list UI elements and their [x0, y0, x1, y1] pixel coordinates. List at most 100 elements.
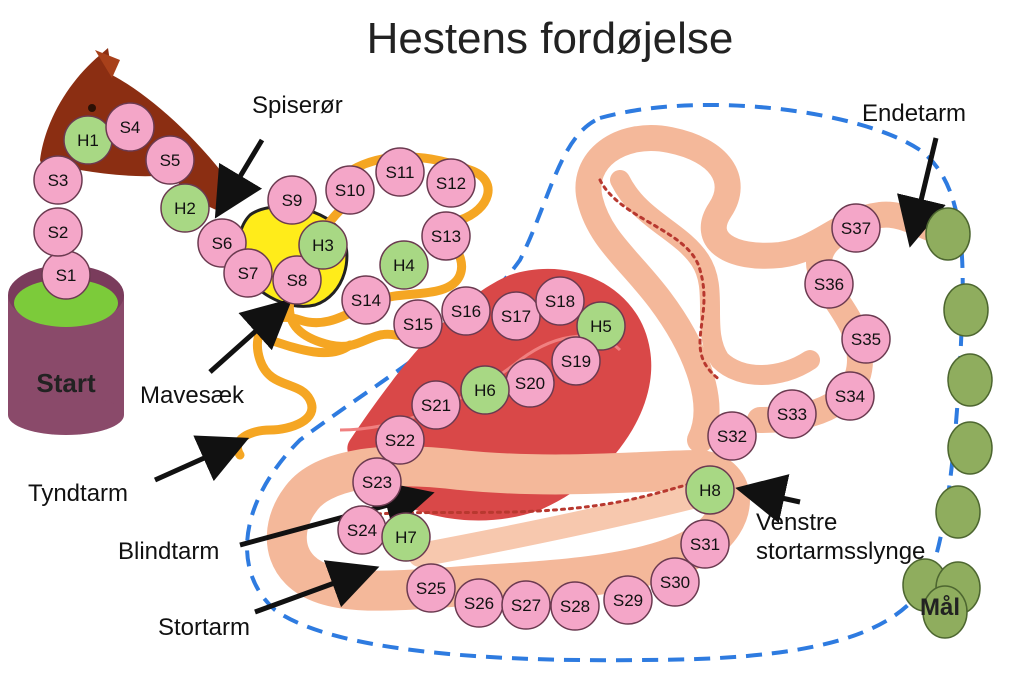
square-label: S23	[362, 473, 392, 492]
square-circle	[707, 411, 757, 461]
square-s22: S22	[375, 415, 425, 465]
square-s9: S9	[267, 175, 317, 225]
square-s25: S25	[406, 563, 456, 613]
square-s12: S12	[426, 158, 476, 208]
square-s17: S17	[491, 291, 541, 341]
label-endetarm: Endetarm	[862, 100, 967, 127]
arrow-endetarm	[897, 137, 946, 248]
square-label: S1	[56, 266, 77, 285]
square-s2: S2	[33, 207, 83, 257]
square-s34: S34	[825, 371, 875, 421]
square-s7: S7	[223, 248, 273, 298]
square-label: S32	[717, 427, 747, 446]
square-s29: S29	[603, 575, 653, 625]
square-label: S33	[777, 405, 807, 424]
square-s1: S1	[41, 250, 91, 300]
square-label: S12	[436, 174, 466, 193]
start-label: Start	[36, 368, 96, 398]
square-circle	[550, 581, 600, 631]
square-circle	[831, 203, 881, 253]
square-label: S7	[238, 264, 259, 283]
square-circle	[421, 211, 471, 261]
square-s13: S13	[421, 211, 471, 261]
label-venstre-line1: Venstre	[756, 509, 838, 536]
square-label: H2	[174, 199, 196, 218]
goal-field	[925, 207, 971, 261]
square-circle	[341, 275, 391, 325]
arrow-mavesaek	[208, 298, 293, 374]
square-circle	[551, 336, 601, 386]
square-circle	[375, 147, 425, 197]
square-label: S27	[511, 596, 541, 615]
square-circle	[223, 248, 273, 298]
square-label: S24	[347, 521, 377, 540]
square-label: S36	[814, 275, 844, 294]
square-s14: S14	[341, 275, 391, 325]
label-venstre-line2: stortarmsslynge	[756, 538, 926, 565]
square-circle	[535, 276, 585, 326]
square-label: S21	[421, 396, 451, 415]
square-h6: H6	[460, 365, 510, 415]
square-label: S14	[351, 291, 381, 310]
square-circle	[841, 314, 891, 364]
square-label: S26	[464, 594, 494, 613]
square-label: S17	[501, 307, 531, 326]
square-label: S19	[561, 352, 591, 371]
square-circle	[460, 365, 510, 415]
square-label: S30	[660, 573, 690, 592]
square-s21: S21	[411, 380, 461, 430]
square-label: S15	[403, 315, 433, 334]
square-label: S6	[212, 234, 233, 253]
square-label: H8	[699, 481, 721, 500]
square-label: S29	[613, 591, 643, 610]
square-label: S37	[841, 219, 871, 238]
start-cylinder	[8, 265, 124, 435]
goal-field	[947, 353, 993, 407]
square-h3: H3	[298, 220, 348, 270]
square-circle	[804, 259, 854, 309]
square-circle	[767, 389, 817, 439]
square-circle	[825, 371, 875, 421]
square-s11: S11	[375, 147, 425, 197]
square-s31: S31	[680, 519, 730, 569]
square-h7: H7	[381, 512, 431, 562]
square-circle	[393, 299, 443, 349]
square-s19: S19	[551, 336, 601, 386]
square-s24: S24	[337, 505, 387, 555]
square-circle	[491, 291, 541, 341]
square-s3: S3	[33, 155, 83, 205]
square-label: S34	[835, 387, 865, 406]
square-circle	[352, 457, 402, 507]
square-label: S8	[287, 271, 308, 290]
square-s36: S36	[804, 259, 854, 309]
square-s23: S23	[352, 457, 402, 507]
square-circle	[406, 563, 456, 613]
square-circle	[379, 240, 429, 290]
square-s16: S16	[441, 286, 491, 336]
arrow-venstre	[735, 474, 801, 523]
square-circle	[375, 415, 425, 465]
goal-field	[943, 283, 989, 337]
goal-field	[947, 421, 993, 475]
square-circle	[680, 519, 730, 569]
square-label: H3	[312, 236, 334, 255]
square-circle	[501, 580, 551, 630]
square-s8: S8	[272, 255, 322, 305]
goal-field	[922, 585, 968, 639]
square-label: H6	[474, 381, 496, 400]
square-label: S13	[431, 227, 461, 246]
pointer-arrows	[153, 137, 946, 615]
square-label: S31	[690, 535, 720, 554]
label-tyndtarm: Tyndtarm	[28, 480, 129, 507]
square-label: S28	[560, 597, 590, 616]
square-s5: S5	[145, 135, 195, 185]
square-circle	[105, 102, 155, 152]
square-label: H1	[77, 131, 99, 150]
square-s20: S20	[505, 358, 555, 408]
square-h5: H5	[576, 301, 626, 351]
square-label: S18	[545, 292, 575, 311]
arrow-stortarm	[254, 560, 380, 615]
goal-fields: Mål	[902, 207, 993, 639]
square-s32: S32	[707, 411, 757, 461]
